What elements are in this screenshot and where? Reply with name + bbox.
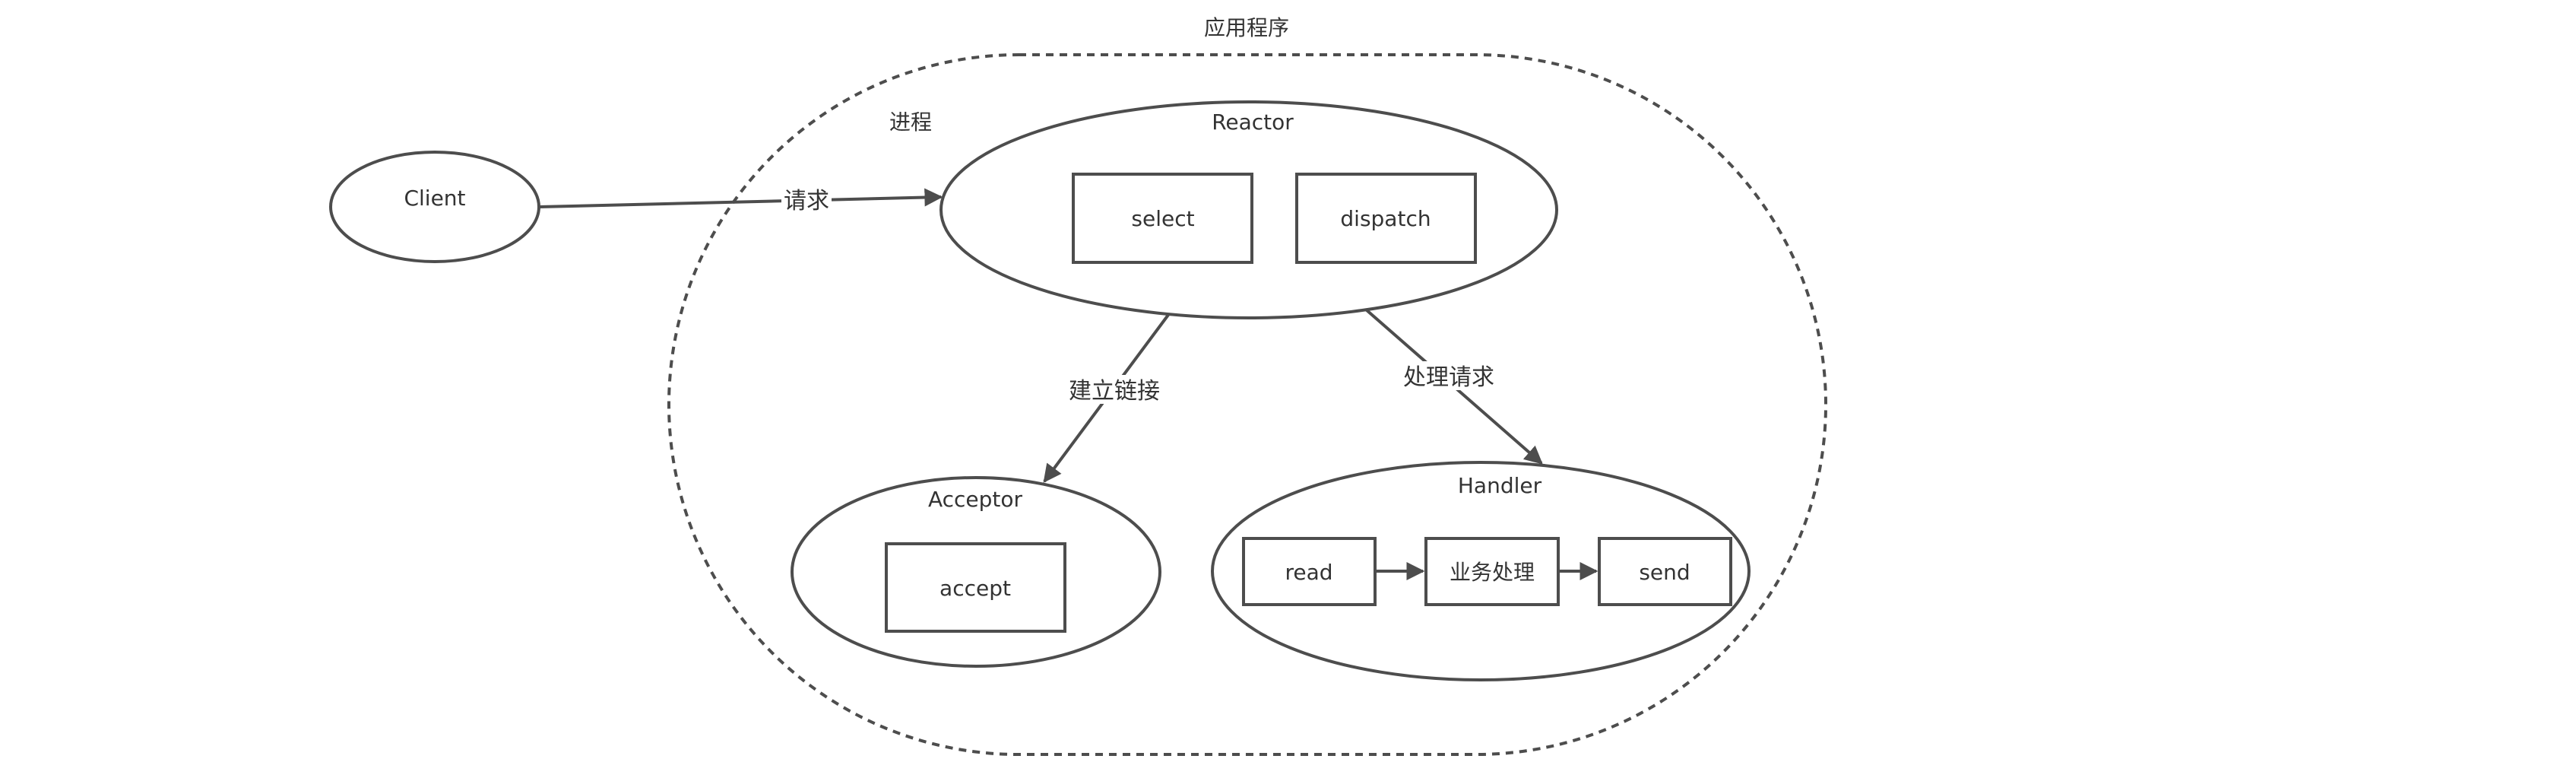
edge-label-request: 请求 bbox=[784, 188, 829, 214]
accept-box bbox=[885, 542, 1066, 633]
handler-label: Handler bbox=[1458, 473, 1542, 498]
select-label: select bbox=[1131, 206, 1194, 231]
process-boundary bbox=[667, 53, 1827, 756]
read-label: read bbox=[1285, 560, 1332, 585]
edge-label-connect: 建立链接 bbox=[1069, 378, 1160, 405]
edge-client-to-reactor bbox=[539, 188, 943, 208]
accept-label: accept bbox=[939, 576, 1011, 601]
select-box bbox=[1072, 173, 1253, 264]
dispatch-label: dispatch bbox=[1340, 206, 1431, 231]
client-label: Client bbox=[404, 186, 465, 211]
process-label: 进程 bbox=[889, 110, 932, 135]
application-title: 应用程序 bbox=[1204, 15, 1289, 40]
send-label: send bbox=[1639, 560, 1690, 585]
reactor-label: Reactor bbox=[1212, 110, 1294, 135]
acceptor-label: Acceptor bbox=[928, 487, 1023, 512]
dispatch-box bbox=[1295, 173, 1477, 264]
read-box bbox=[1242, 537, 1377, 606]
edge-label-bg-connect bbox=[1066, 375, 1163, 404]
edge-label-handle: 处理请求 bbox=[1403, 364, 1494, 391]
send-box bbox=[1598, 537, 1732, 606]
business-box bbox=[1424, 537, 1560, 606]
client-node bbox=[329, 151, 540, 263]
business-label: 业务处理 bbox=[1450, 560, 1535, 585]
edge-label-bg-request bbox=[781, 186, 832, 213]
edge-label-bg-handle bbox=[1400, 361, 1499, 390]
